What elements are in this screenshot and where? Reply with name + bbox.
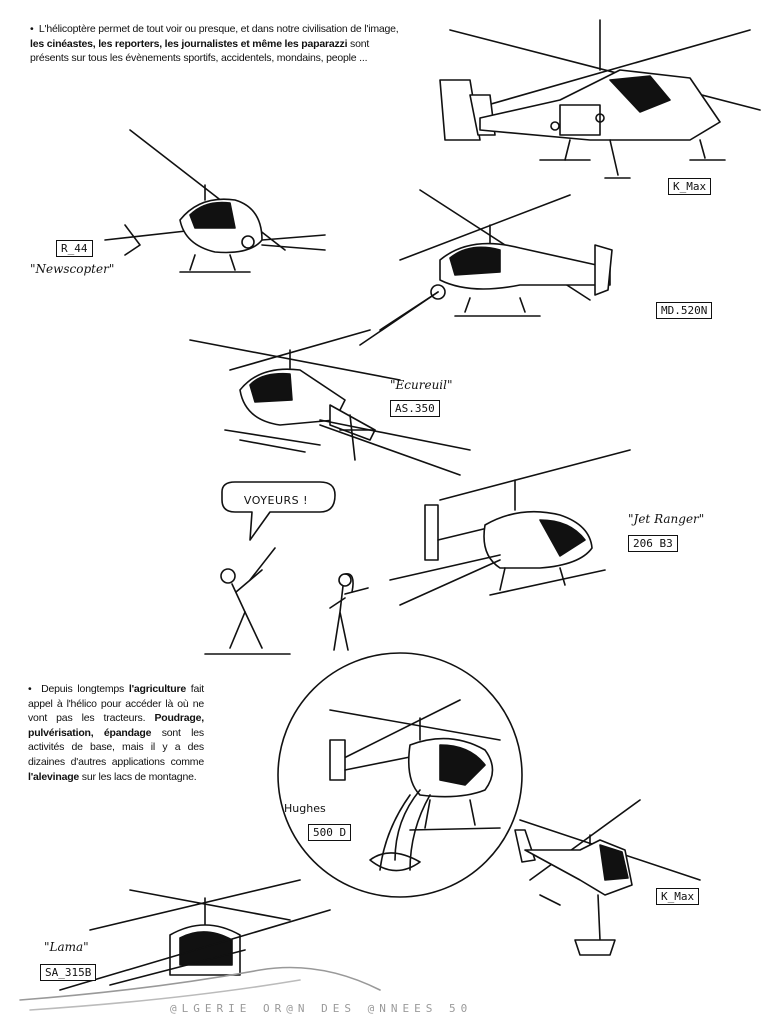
newscopter-label: "Newscopter" [30, 262, 115, 276]
agri-text-bold-1: l'agriculture [128, 683, 186, 695]
sa315b-label: SA_315B [40, 964, 97, 981]
lama-helicopter-icon [19, 879, 381, 1011]
r44-helicopter-icon [104, 129, 326, 273]
md520n-label: MD.520N [656, 302, 713, 319]
kmax-top-label: K_Max [668, 178, 712, 195]
kmax-bottom-label: K_Max [656, 888, 700, 905]
intro-text-3: sont présents sur tous les évènements sp… [30, 37, 370, 65]
woman-figure-icon [329, 573, 369, 651]
b206-label: 206 B3 [628, 535, 678, 552]
h500d-label: 500 D [308, 824, 352, 841]
ecureuil-helicopter-icon [189, 329, 471, 476]
kmax-helicopter-top-icon [439, 19, 761, 179]
md520n-helicopter-icon [359, 189, 613, 346]
r44-label: R_44 [56, 240, 93, 257]
bullet: • [28, 683, 32, 695]
agri-text-1: Depuis longtemps [41, 683, 129, 695]
hughes-label: Hughes [284, 802, 326, 815]
ecureuil-label: "Ecureuil" [390, 378, 453, 392]
bullet: • [30, 23, 34, 35]
speech-bubble [221, 481, 336, 541]
kmax-helicopter-bottom-icon [514, 799, 701, 956]
lama-label: "Lama" [44, 940, 89, 954]
as350-label: AS.350 [390, 400, 440, 417]
intro-paragraph: • L'hélicoptère permet de tout voir ou p… [30, 22, 402, 66]
agri-text-bold-2: Poudrage, pulvérisation, épandage [28, 712, 204, 739]
jetranger-helicopter-icon [389, 449, 631, 606]
hunter-figure-icon [204, 547, 291, 655]
agri-text-5: sont les activités de base, mais il y a … [28, 726, 204, 768]
agri-text-7: sur les lacs de montagne. [79, 770, 197, 783]
jetranger-label: "Jet Ranger" [628, 512, 705, 526]
intro-text-bold: les cinéastes, les reporters, les journa… [30, 37, 348, 50]
agri-text-bold-3: l'alevinage [28, 770, 80, 783]
hughes-500d-vignette [277, 652, 523, 898]
agri-text-3: fait appel à l'hélico pour accéder là où… [28, 683, 204, 725]
voyeurs-text: VOYEURS ! [243, 494, 309, 507]
intro-text-1: L'hélicoptère permet de tout voir ou pre… [38, 23, 399, 35]
agriculture-paragraph: • Depuis longtemps l'agriculture fait ap… [28, 682, 204, 784]
footer-watermark: @LGERIE OR@N DES @NNEES 50 [170, 1002, 473, 1015]
